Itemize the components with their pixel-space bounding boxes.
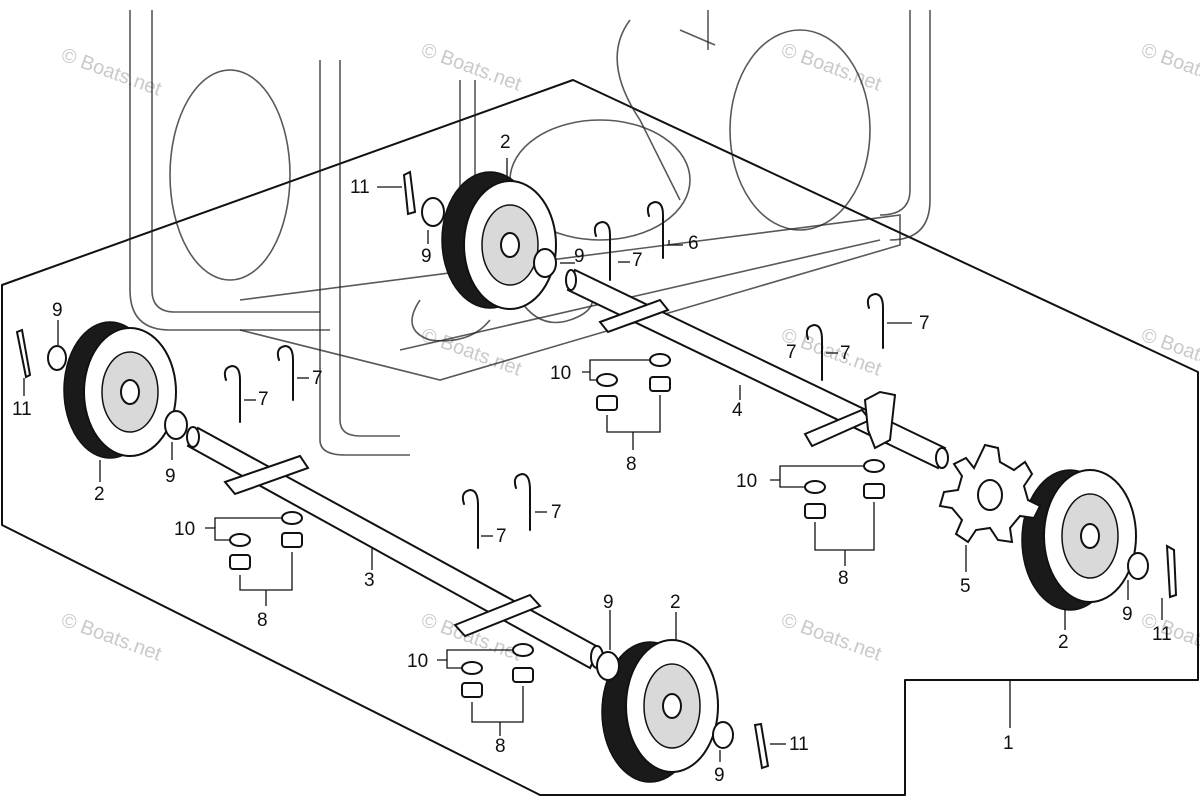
callout-9: 9 (1122, 604, 1133, 625)
callout-9: 9 (165, 466, 176, 487)
callout-11: 11 (12, 399, 32, 420)
callout-4: 4 (732, 400, 743, 421)
callout-9: 9 (52, 300, 63, 321)
callout-7: 7 (312, 368, 323, 389)
callout-11: 11 (789, 734, 809, 755)
callout-1: 1 (1003, 733, 1014, 754)
callout-7: 7 (258, 389, 269, 410)
watermark: © Boats.net (58, 44, 164, 101)
callout-7: 7 (786, 342, 797, 363)
callouts: 1 2 2 2 2 3 4 5 6 7 7 7 7 7 7 7 7 8 8 8 … (12, 132, 1172, 786)
watermark: © Boats.net (778, 39, 884, 96)
eye-bolts (223, 201, 884, 549)
callout-7: 7 (632, 250, 643, 271)
washers-9 (47, 197, 1149, 749)
callout-8: 8 (495, 736, 506, 757)
callout-8: 8 (257, 610, 268, 631)
watermark: © Boats.net (418, 324, 524, 381)
callout-5: 5 (960, 576, 971, 597)
watermark: © Boats.net (1138, 324, 1200, 381)
callout-9: 9 (421, 246, 432, 267)
wheel-2-front (601, 639, 719, 783)
callout-11: 11 (1152, 624, 1172, 645)
cotter-pins-11 (15, 170, 1178, 770)
callout-6: 6 (688, 233, 699, 254)
callout-10: 10 (550, 363, 571, 384)
callout-2: 2 (500, 132, 511, 153)
callout-2: 2 (670, 592, 681, 613)
watermark: © Boats.net (778, 609, 884, 666)
callout-9: 9 (574, 246, 585, 267)
wheel-2-top (441, 171, 557, 310)
callout-10: 10 (736, 471, 757, 492)
callout-7: 7 (840, 343, 851, 364)
callout-9: 9 (603, 592, 614, 613)
callout-3: 3 (364, 570, 375, 591)
watermark: © Boats.net (418, 39, 524, 96)
callout-2: 2 (1058, 632, 1069, 653)
wheel-2-right (1021, 469, 1137, 611)
callout-8: 8 (838, 568, 849, 589)
watermark: © Boats.net (1138, 39, 1200, 96)
callout-7: 7 (919, 313, 930, 334)
callout-7: 7 (496, 526, 507, 547)
callout-10: 10 (174, 519, 195, 540)
callout-8: 8 (626, 454, 637, 475)
callout-2: 2 (94, 484, 105, 505)
axle-3 (186, 426, 604, 670)
axle-4 (565, 268, 949, 470)
watermark: © Boats.net (58, 609, 164, 666)
nuts-washers (229, 353, 885, 698)
callout-7: 7 (551, 502, 562, 523)
leader-lines (23, 158, 1163, 762)
wheel-2-left (63, 321, 177, 459)
callout-11: 11 (350, 177, 370, 198)
callout-9: 9 (714, 765, 725, 786)
assembly-outline (1, 79, 1199, 796)
callout-10: 10 (407, 651, 428, 672)
